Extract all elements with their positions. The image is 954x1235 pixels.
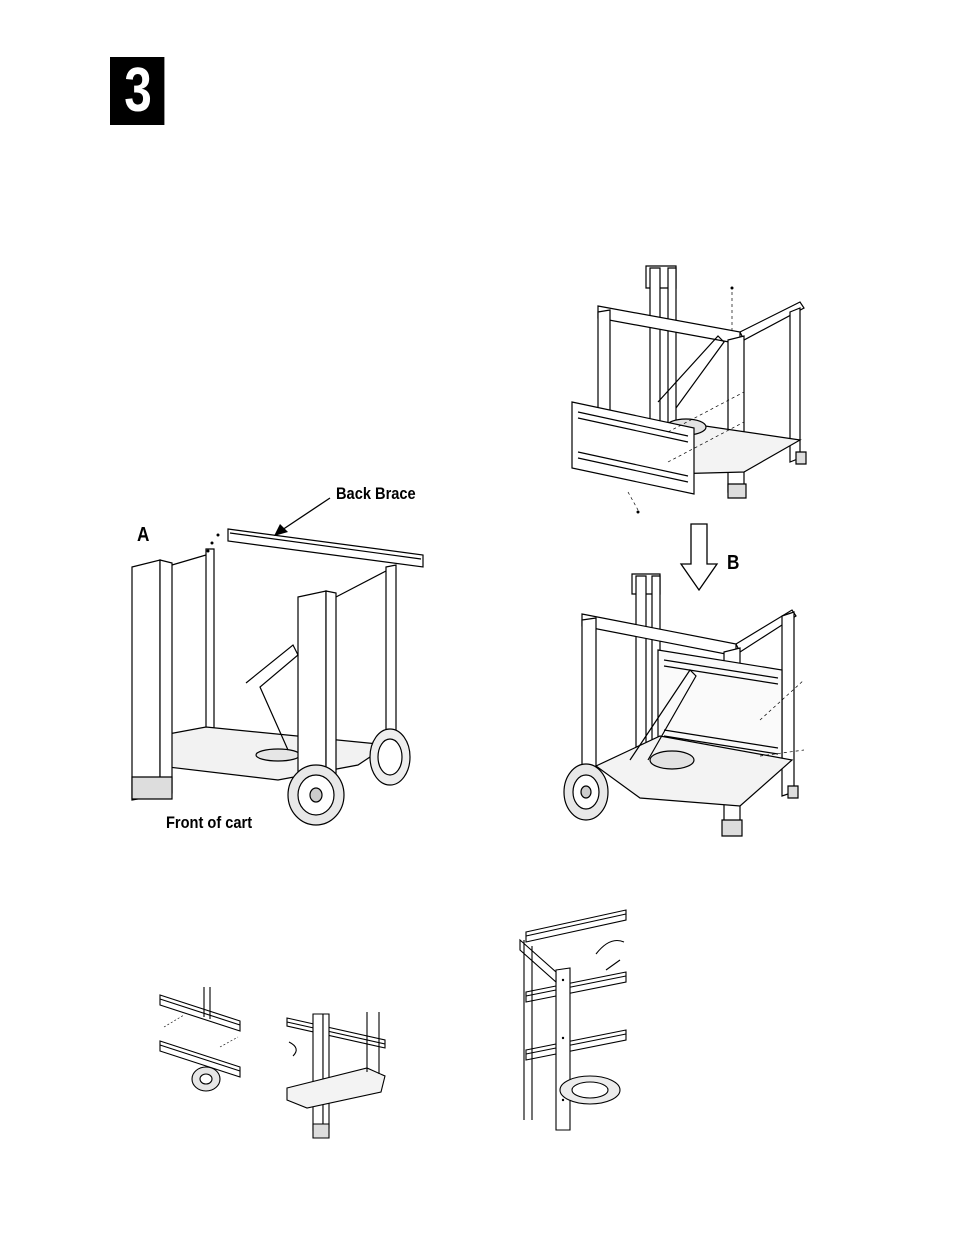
detail-1-panel-rail (160, 987, 242, 1092)
figure-b-assembled-illustration (560, 570, 810, 840)
front-of-cart-label: Front of cart (166, 813, 252, 833)
detail-2-leg-shelf (287, 1012, 385, 1140)
figure-a-letter: A (137, 524, 149, 547)
step-number-badge: 3 (110, 57, 164, 125)
figure-a-cart-illustration (128, 505, 424, 830)
back-brace-arrow (270, 496, 332, 538)
back-brace-label: Back Brace (336, 484, 416, 504)
detail-3-panel-closeup (520, 910, 628, 1130)
figure-b-exploded-illustration (568, 262, 814, 514)
